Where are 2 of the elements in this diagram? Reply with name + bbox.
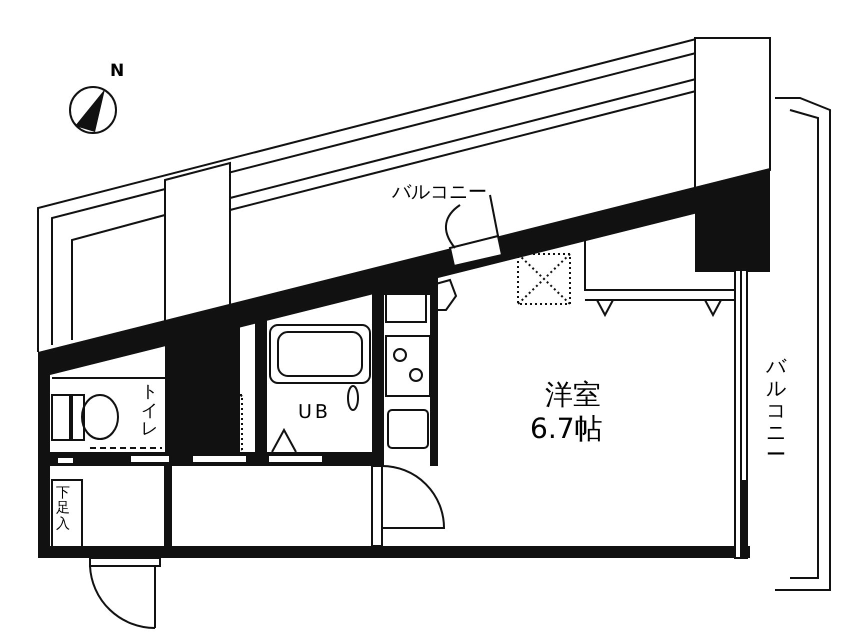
- shoe-cabinet-label: 下足入: [56, 486, 70, 532]
- room-size-label: 6.7帖: [530, 414, 603, 445]
